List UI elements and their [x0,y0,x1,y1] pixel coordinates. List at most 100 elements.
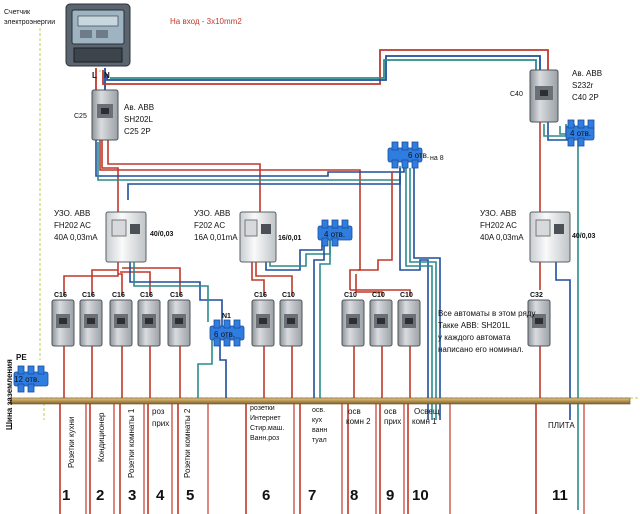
circuit-8-label-2: комн 2 [346,417,371,426]
meter-caption: Счетчик [4,9,31,16]
circuit-4-label-2: прих [152,419,169,428]
breaker-4: C16 [137,292,161,347]
breaker-8: C10 [341,292,365,347]
breaker-5-rating: C16 [170,292,183,299]
circuit-7-label-2: кух [312,417,323,424]
neutral-block-8-holes: 6 отв. [408,151,429,160]
breaker-11: C32 [527,292,551,347]
distribution-wiring [63,120,579,510]
breaker-note-line-4: написано его номинал. [438,345,524,354]
circuit-11-number: 11 [552,487,568,504]
ground-bus-label: Шина заземления [5,359,14,430]
main-breaker-title: Ав. ABB [124,103,154,112]
ground-bus-bar [9,397,631,405]
circuit-10-label-1: Освещ [414,407,440,416]
neutral-block-right-holes: 4 отв. [570,129,591,138]
circuit-6-label-3: Стир.маш. [250,425,284,432]
circuit-2-number: 2 [96,487,104,504]
breaker-1: C16 [51,292,75,347]
circuit-2-label: Кондиционер [97,412,106,462]
right-breaker-model: S232r [572,81,594,90]
circuit-9-label-2: прих [384,417,401,426]
breaker-9-rating: C10 [372,292,385,299]
breaker-3: C16 [109,292,133,347]
circuit-1-label: Розетки кухни [67,417,76,468]
circuit-7-label-3: ванн [312,427,327,434]
rcd-2-title: УЗО. ABB [194,209,230,218]
circuit-6-label-2: Интернет [250,415,281,422]
circuit-1-number: 1 [62,487,70,504]
circuit-column-lines [85,400,585,514]
breaker-3-rating: C16 [112,292,125,299]
neutral-block-n1-holes: 6 отв. [214,330,235,339]
breaker-row: C16 C16 C16 C16 C16 C16 C10 C10 C10 C10 C32 [51,292,551,347]
neutral-block-right [565,119,595,147]
right-breaker-spec: C40 2P [572,93,599,102]
circuit-5-label: Розетки комнаты 2 [183,408,192,478]
neutral-block-n1-tag: N1 [222,313,231,320]
circuit-7-label-1: осв. [312,407,325,414]
rcd-1 [105,211,147,263]
breaker-9: C10 [369,292,393,347]
supply-wiring [95,49,549,90]
meter-caption-2: электроэнергии [4,19,55,26]
circuit-9-number: 9 [386,487,394,504]
pe-block-holes: 12 отв. [14,375,40,384]
circuit-10-label-2: комн 1 [412,417,437,426]
circuit-7-label-4: туал [312,437,327,444]
neutral-block-mid [317,219,353,247]
circuit-8-label-1: осв [348,407,361,416]
neutral-block-n1 [209,319,245,347]
pe-block-tag: PE [16,353,27,362]
rcd-3-title: УЗО. ABB [480,209,516,218]
phase-label: L [92,71,97,80]
circuit-4-label-1: роз [152,407,165,416]
right-breaker-rating: C40 [510,91,523,98]
breaker-1-rating: C16 [54,292,67,299]
breaker-2-rating: C16 [82,292,95,299]
rcd-3 [529,211,571,263]
rcd-2-rating: 16/0,01 [278,235,301,242]
main-breaker-model: SH202L [124,115,153,124]
main-breaker [91,89,119,141]
rcd-1-model: FH202 AC [54,221,91,230]
circuit-6-number: 6 [262,487,270,504]
breaker-7-rating: C10 [282,292,295,299]
circuit-9-label-1: осв [384,407,397,416]
breaker-4-rating: C16 [140,292,153,299]
rcd-1-title: УЗО. ABB [54,209,90,218]
breaker-10-rating: C10 [400,292,413,299]
rcd-3-spec: 40A 0,03mA [480,233,524,242]
breaker-note-line-2: Такке ABB: SH201L [438,321,511,330]
breaker-2: C16 [79,292,103,347]
main-breaker-rating: C25 [74,113,87,120]
breaker-note-line-1: Все автоматы в этом ряду [438,309,535,318]
breaker-note-line-3: у каждого автомата [438,333,511,342]
circuit-6-label-4: Ванн.роз [250,435,279,442]
breaker-6: C16 [251,292,275,347]
rcd-2-spec: 16A 0,01mA [194,233,238,242]
circuit-5-number: 5 [186,487,194,504]
main-breaker-spec: C25 2P [124,127,151,136]
circuit-3-label: Розетки комнаты 1 [127,408,136,478]
breaker-5: C16 [167,292,191,347]
circuit-3-number: 3 [128,487,136,504]
breaker-10: C10 [397,292,421,347]
breaker-8-rating: C10 [344,292,357,299]
neutral-block-mid-holes: 4 отв. [324,230,345,239]
input-note: На вход - 3х10mm2 [170,17,242,26]
neutral-block-8 [387,141,423,169]
breaker-7: C10 [279,292,303,347]
right-breaker [529,69,559,123]
circuit-4-number: 4 [156,487,165,504]
circuit-8-number: 8 [350,487,358,504]
breaker-11-rating: C32 [530,292,543,299]
breaker-6-rating: C16 [254,292,267,299]
circuit-10-number: 10 [412,487,429,504]
rcd-2 [239,211,277,263]
circuit-7-number: 7 [308,487,316,504]
rcd-1-spec: 40A 0,03mA [54,233,98,242]
neutral-block-8-tag: на 8 [430,155,444,162]
rcd-3-model: FH202 AC [480,221,517,230]
